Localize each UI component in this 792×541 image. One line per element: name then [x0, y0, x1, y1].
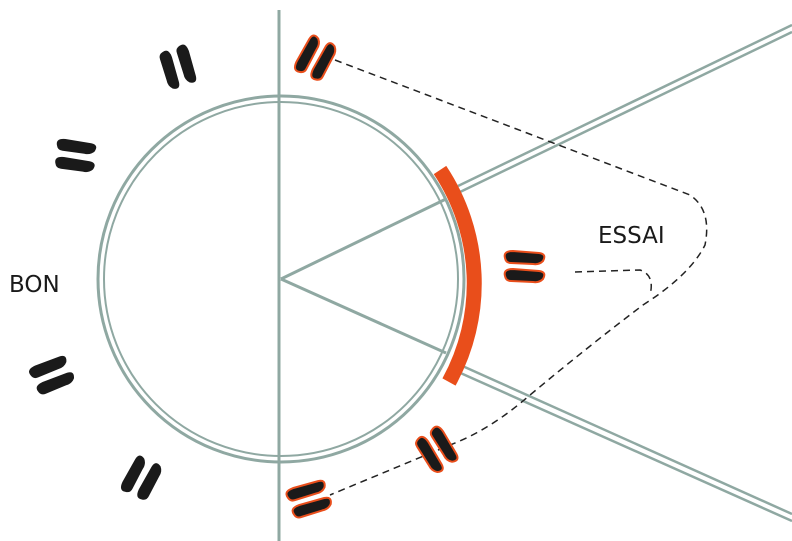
label-bon: BON	[9, 272, 60, 298]
mark-plain-lower-left	[27, 352, 76, 397]
mark-outlined-bottom	[285, 477, 333, 520]
tangent-line-upper	[458, 25, 792, 192]
dashed-connector-branch	[575, 270, 651, 295]
radius-lower	[281, 279, 446, 353]
mark-outlined-middle	[505, 251, 545, 282]
mark-outlined-lower	[413, 425, 461, 475]
tangent-line-lower	[456, 364, 792, 521]
mark-plain-upper-left	[55, 138, 97, 173]
mark-plain-bottom	[119, 453, 164, 502]
label-essai: ESSAI	[598, 223, 665, 249]
mark-outlined-top	[293, 33, 338, 82]
radius-upper	[281, 199, 446, 279]
mark-plain-top	[157, 43, 200, 91]
